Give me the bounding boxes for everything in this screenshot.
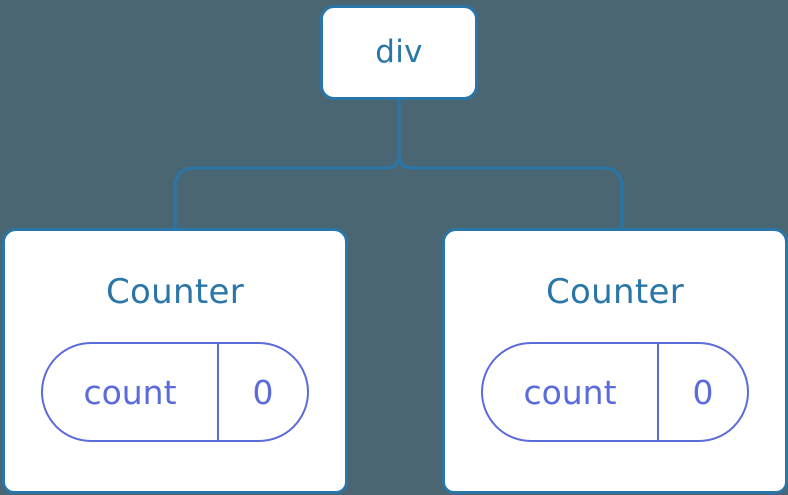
node-counter-right[interactable]: Counter count 0 <box>442 228 788 494</box>
state-pill-right[interactable]: count 0 <box>481 342 749 442</box>
state-pill-left-key-label: count <box>83 372 177 412</box>
node-counter-left-label: Counter <box>106 272 244 312</box>
state-pill-left-value: 0 <box>219 344 307 440</box>
state-pill-right-key-label: count <box>523 372 617 412</box>
node-root-label: div <box>375 34 423 70</box>
state-pill-left-value-label: 0 <box>252 372 274 412</box>
state-pill-right-value-label: 0 <box>692 372 714 412</box>
connector-branch-left <box>173 151 401 228</box>
state-pill-left-key: count <box>43 344 219 440</box>
node-counter-right-label: Counter <box>546 272 684 312</box>
state-pill-left[interactable]: count 0 <box>41 342 309 442</box>
state-pill-right-value: 0 <box>659 344 747 440</box>
connector-branch-right <box>397 151 624 228</box>
state-pill-right-key: count <box>483 344 659 440</box>
node-counter-left[interactable]: Counter count 0 <box>2 228 348 494</box>
node-root-div[interactable]: div <box>320 5 478 100</box>
